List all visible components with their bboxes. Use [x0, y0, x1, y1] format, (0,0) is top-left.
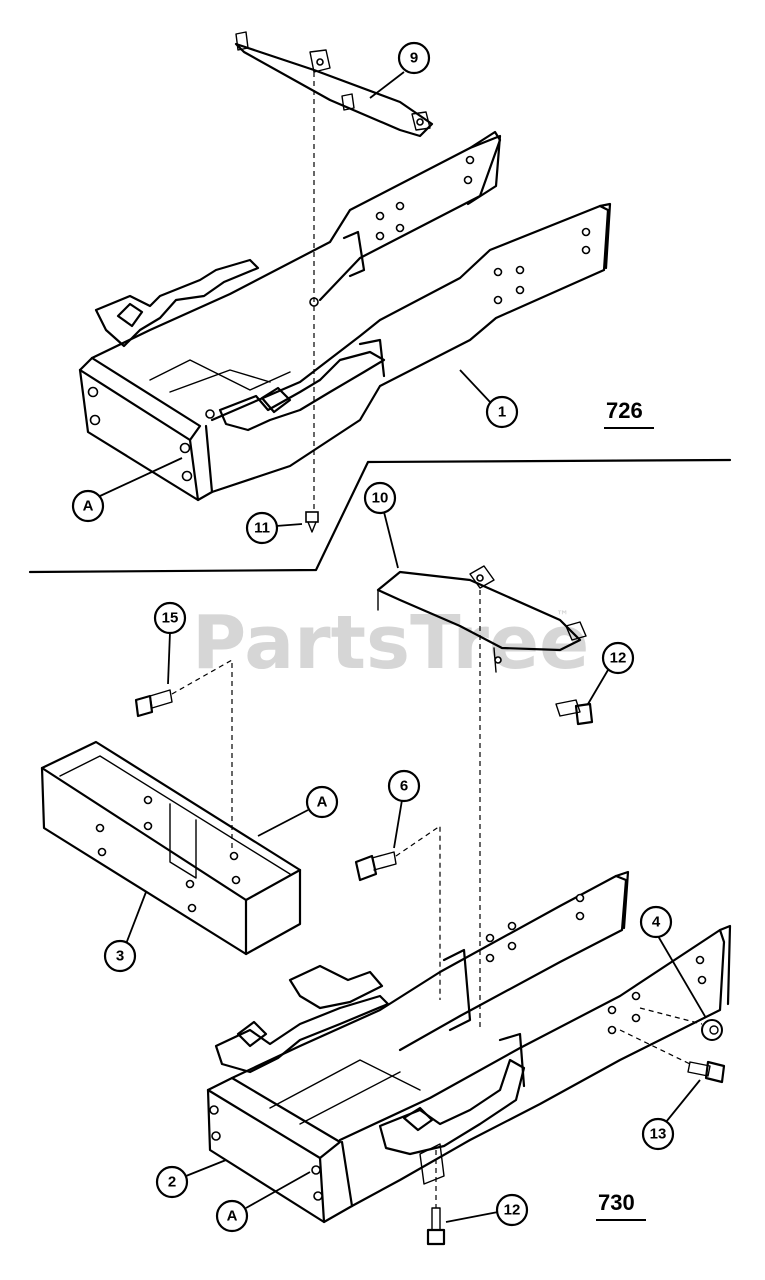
svg-text:13: 13: [650, 1126, 667, 1143]
svg-text:A: A: [227, 1208, 238, 1225]
svg-text:1: 1: [498, 404, 506, 421]
svg-text:2: 2: [168, 1174, 176, 1191]
section-divider: [28, 458, 732, 574]
part-11-bolt: [305, 511, 319, 533]
svg-text:726: 726: [606, 398, 643, 423]
svg-text:15: 15: [162, 610, 179, 627]
part-12-upper-bolt: [555, 699, 594, 726]
part-15-bolt: [134, 689, 173, 718]
part-2-frame: [206, 870, 732, 1224]
callout-9: 9: [369, 41, 431, 99]
callout-4: 4: [639, 905, 707, 1019]
part-13-bolt: [619, 1029, 726, 1084]
model-726-label: 726: [604, 398, 654, 429]
svg-text:6: 6: [400, 778, 408, 795]
part-12-lower-bolt: [426, 1150, 446, 1246]
part-6-bolt: [354, 851, 397, 882]
callout-13: 13: [641, 1079, 701, 1151]
svg-text:730: 730: [598, 1190, 635, 1215]
svg-text:12: 12: [610, 650, 627, 667]
callout-a-top: A: [71, 457, 183, 523]
svg-text:A: A: [83, 498, 94, 515]
svg-text:3: 3: [116, 948, 124, 965]
callout-1: 1: [459, 369, 519, 429]
svg-text:A: A: [317, 794, 328, 811]
part-3-front-bracket: [40, 740, 302, 956]
svg-text:11: 11: [254, 520, 270, 537]
part-10-bracket: [376, 565, 587, 673]
callout-6: 6: [387, 769, 421, 849]
callout-a-mid: A: [257, 785, 339, 837]
model-730-label: 730: [596, 1190, 646, 1221]
svg-text:4: 4: [652, 914, 661, 931]
callout-3: 3: [103, 891, 147, 973]
callout-12-lower: 12: [445, 1193, 529, 1227]
svg-text:12: 12: [504, 1202, 521, 1219]
callout-a-bottom: A: [215, 1171, 311, 1233]
callout-11: 11: [245, 511, 303, 545]
part-9-bracket: [234, 31, 434, 138]
svg-text:9: 9: [410, 50, 418, 67]
callout-15: 15: [153, 601, 187, 685]
part-1-frame: [78, 130, 612, 502]
watermark-text: PartsTree: [192, 600, 589, 686]
callout-12-upper: 12: [587, 641, 635, 705]
callout-2: 2: [155, 1159, 227, 1199]
callout-10: 10: [363, 481, 399, 569]
part-4-washer: [639, 1007, 723, 1041]
svg-text:10: 10: [372, 490, 389, 507]
